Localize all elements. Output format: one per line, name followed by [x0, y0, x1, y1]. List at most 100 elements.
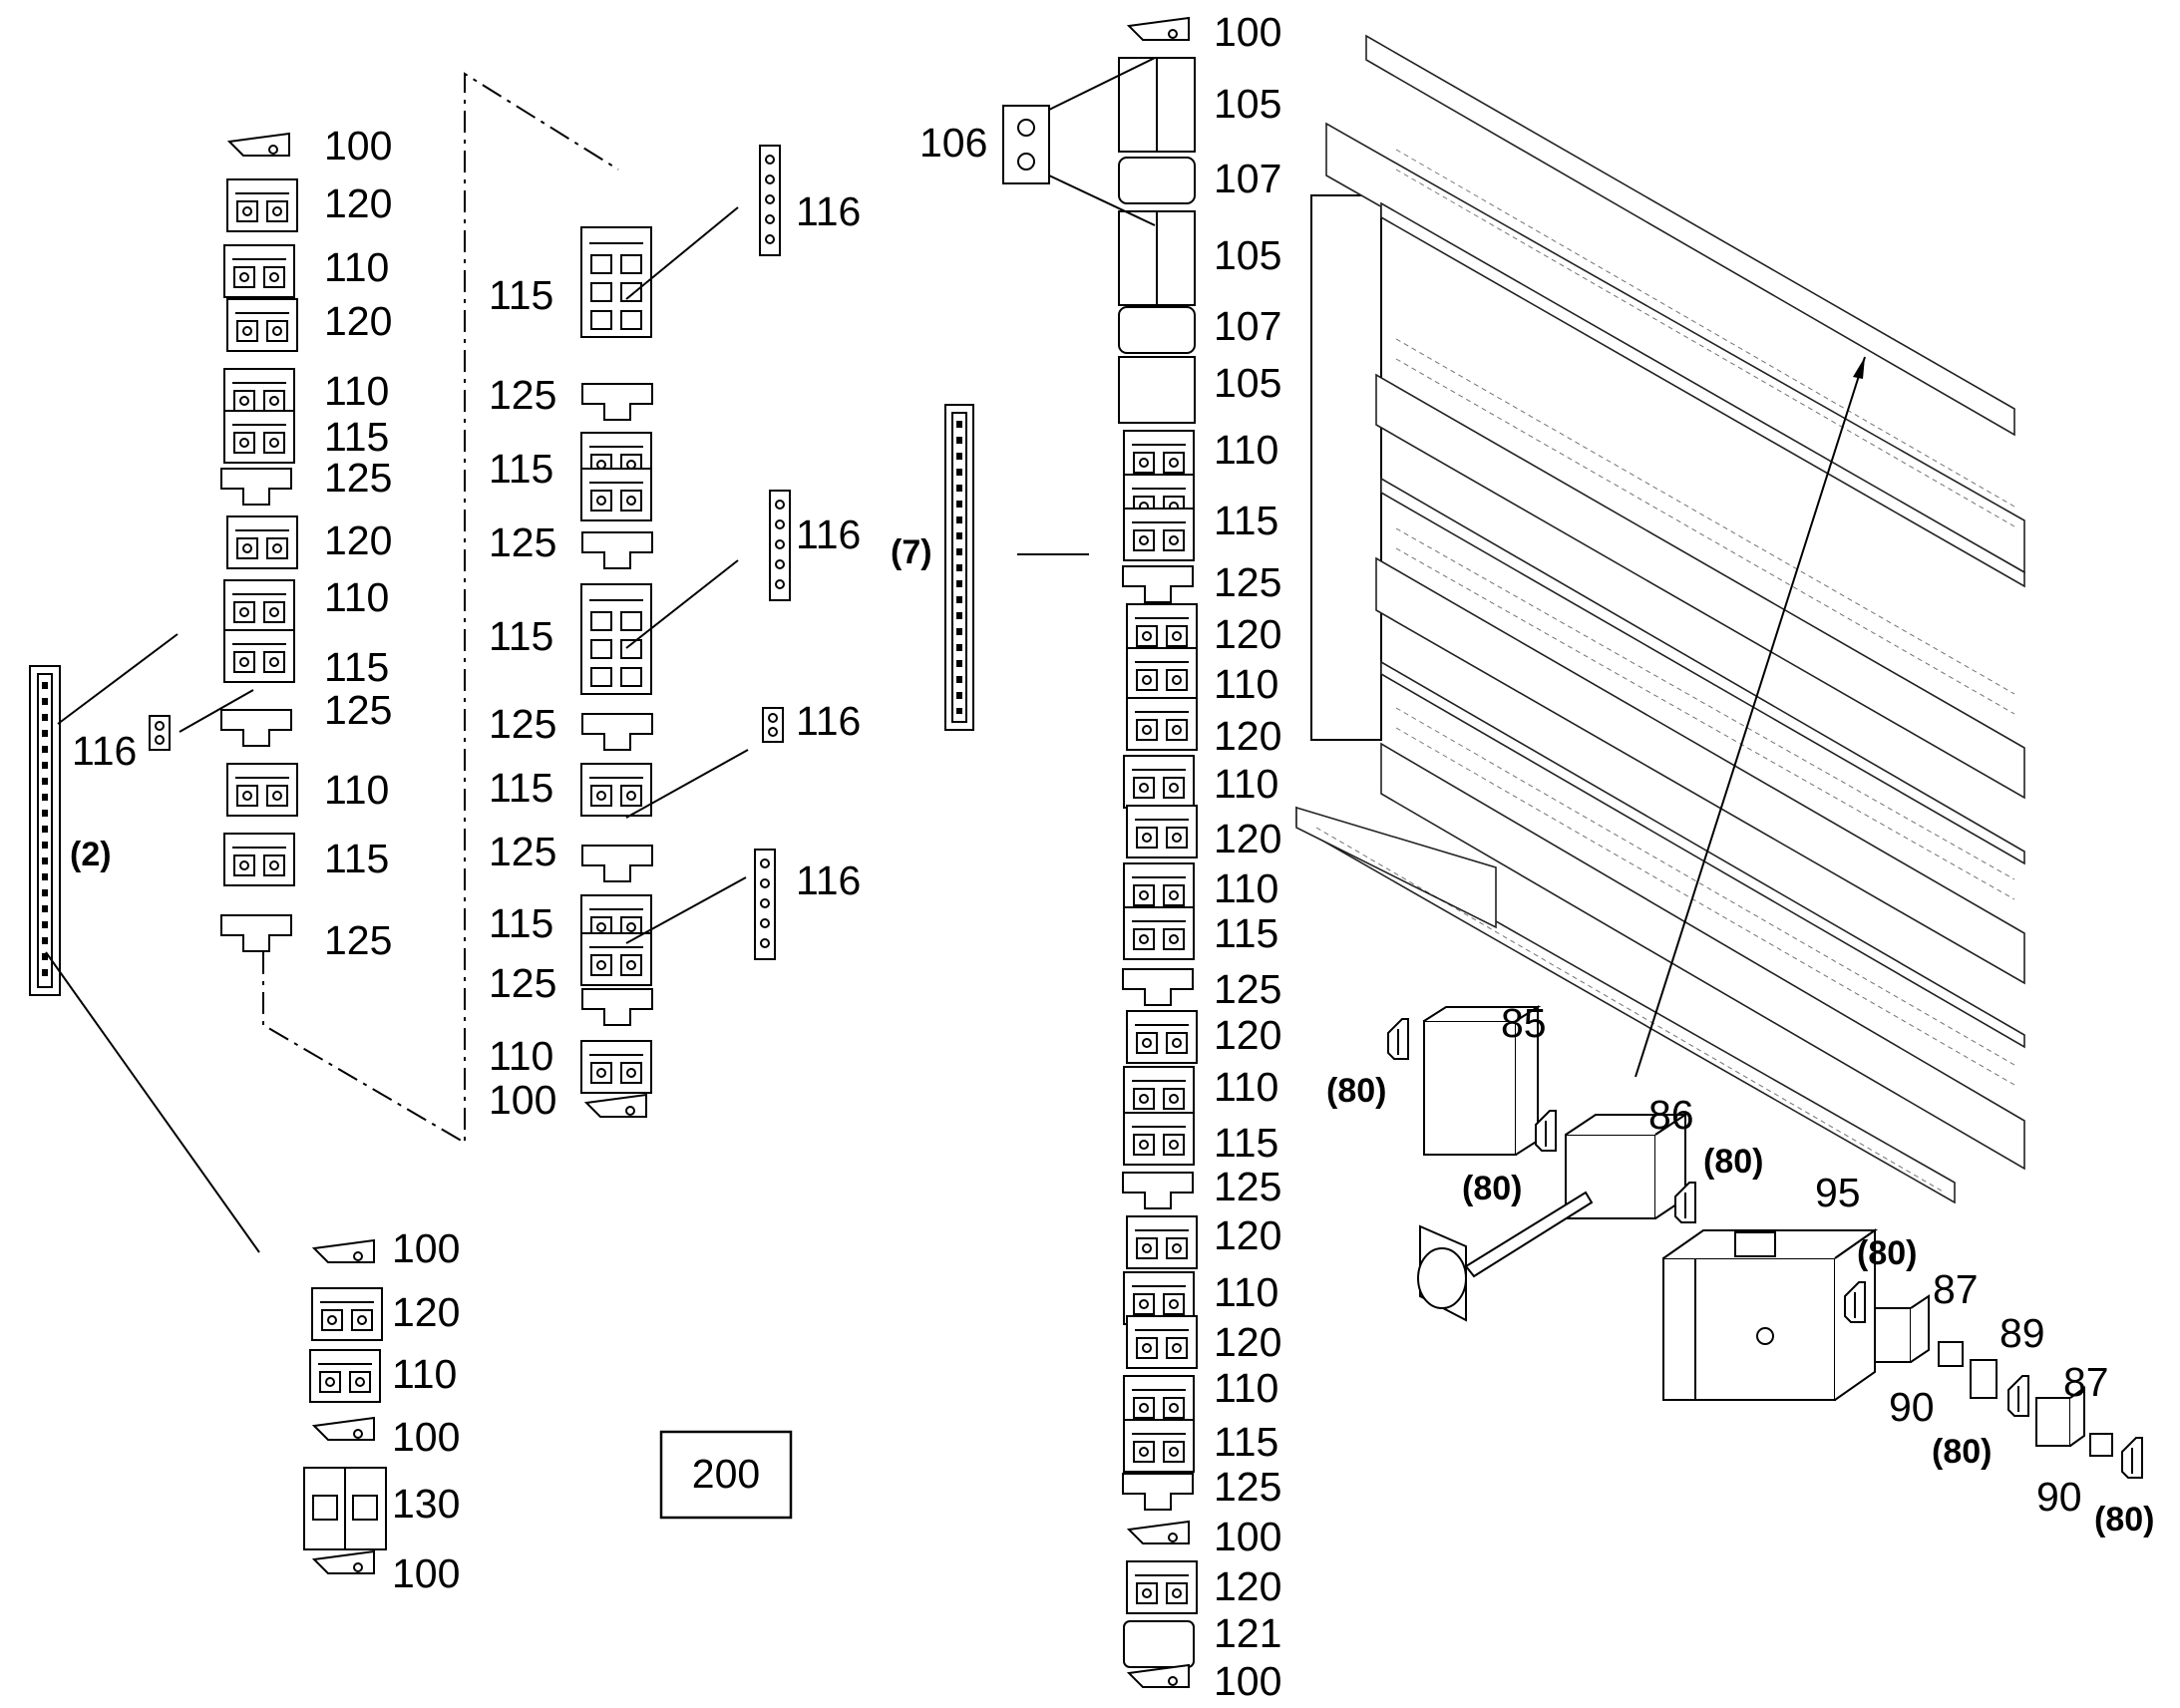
label-c2-125-a: 125 [489, 372, 556, 418]
duct-rails [1295, 34, 2025, 1204]
label-c1-120-b: 120 [324, 298, 392, 344]
label-c3-130: 130 [392, 1481, 460, 1527]
label-c3-100-b: 100 [392, 1414, 460, 1460]
label-ref-80-e: (80) [1932, 1433, 1992, 1471]
label-c4-125-d: 125 [1214, 1464, 1281, 1510]
label-c4-110-g: 110 [1214, 1365, 1278, 1411]
label-c2-125-e: 125 [489, 960, 556, 1006]
contactor-95 [1662, 1228, 1879, 1401]
label-c4-125-a: 125 [1214, 559, 1281, 605]
label-c3-100-a: 100 [392, 1225, 460, 1271]
handle-shaft [1417, 1191, 1594, 1322]
label-c4-105-b: 105 [1214, 232, 1281, 278]
label-r-87-a: 87 [1933, 1266, 1979, 1312]
label-c1-110-b: 110 [324, 368, 389, 414]
column-2-parts [580, 145, 791, 1118]
label-c2-116-d: 116 [796, 857, 861, 903]
label-c4-110-a: 110 [1214, 427, 1278, 473]
label-c4-110-c: 110 [1214, 761, 1278, 807]
label-r-87-b: 87 [2063, 1359, 2109, 1405]
label-c4-100-c: 100 [1214, 1658, 1281, 1704]
label-c1-110-c: 110 [324, 574, 389, 620]
label-c1-115-b: 115 [324, 644, 389, 690]
label-ref-80-d: (80) [1857, 1234, 1917, 1272]
label-c1-115-a: 115 [324, 414, 389, 460]
label-ref-80-c: (80) [1703, 1143, 1763, 1181]
label-c4-110-d: 110 [1214, 865, 1278, 911]
label-c1-110-a: 110 [324, 244, 389, 290]
label-c2-116-c: 116 [796, 698, 861, 744]
label-c4-107-a: 107 [1214, 156, 1281, 201]
label-c2-115-b: 115 [489, 446, 553, 492]
label-c4-110-e: 110 [1214, 1064, 1278, 1110]
label-c4-107-b: 107 [1214, 303, 1281, 349]
label-r-89: 89 [1999, 1310, 2045, 1356]
label-c2-115-a: 115 [489, 272, 553, 318]
label-c1-116: 116 [72, 728, 137, 774]
label-c2-125-b: 125 [489, 519, 556, 565]
label-c3-100-c: 100 [392, 1550, 460, 1596]
label-c2-115-d: 115 [489, 765, 553, 811]
label-c4-106: 106 [919, 120, 987, 166]
label-c4-120-d: 120 [1214, 1012, 1281, 1058]
label-c4-120-e: 120 [1214, 1212, 1281, 1258]
enclosure-85 [1423, 1005, 1542, 1156]
label-c1-115-c: 115 [324, 836, 389, 881]
label-r-86: 86 [1648, 1092, 1694, 1138]
reference-box-200 [659, 1430, 793, 1520]
label-c4-120-f: 120 [1214, 1319, 1281, 1365]
reference-box-label: 200 [692, 1451, 760, 1497]
label-c2-100: 100 [489, 1077, 556, 1123]
label-ref-7: (7) [891, 533, 932, 571]
label-c4-115-d: 115 [1214, 1419, 1278, 1465]
label-c4-100-b: 100 [1214, 1514, 1281, 1559]
part-number-labels: 1001201101201101151251201101151251161101… [72, 9, 2109, 1704]
label-r-90-b: 90 [2036, 1474, 2082, 1520]
column-1-parts [149, 133, 298, 952]
column-2-leaders [625, 206, 749, 944]
label-c1-120-c: 120 [324, 517, 392, 563]
label-c4-121: 121 [1214, 1610, 1281, 1656]
label-c1-125-a: 125 [324, 455, 392, 501]
label-ref-80-a: (80) [1326, 1072, 1386, 1110]
label-c1-110-d: 110 [324, 767, 389, 813]
label-c4-110-f: 110 [1214, 1269, 1278, 1315]
label-c4-120-c: 120 [1214, 816, 1281, 861]
label-c4-120-b: 120 [1214, 713, 1281, 759]
label-c4-115-c: 115 [1214, 1120, 1278, 1166]
cable-duct-panel [1295, 34, 2025, 1204]
column-4-parts [1002, 17, 1198, 1688]
label-c2-110: 110 [489, 1033, 553, 1079]
label-c2-115-c: 115 [489, 613, 553, 659]
label-c3-120: 120 [392, 1289, 460, 1335]
din-rail-2 [29, 665, 61, 996]
label-c2-115-e: 115 [489, 900, 553, 946]
aux-contacts [1874, 1294, 2113, 1457]
label-ref-80-b: (80) [1462, 1170, 1522, 1207]
label-c4-105-a: 105 [1214, 81, 1281, 127]
label-r-95: 95 [1815, 1170, 1861, 1215]
label-c2-125-c: 125 [489, 701, 556, 747]
label-c1-125-b: 125 [324, 687, 392, 733]
din-rail-7 [944, 404, 974, 731]
label-r-85: 85 [1501, 1000, 1547, 1046]
label-c1-120-a: 120 [324, 180, 392, 226]
label-c4-115-b: 115 [1214, 910, 1278, 956]
label-c4-110-b: 110 [1214, 661, 1278, 707]
label-c1-100-a: 100 [324, 123, 392, 169]
label-ref-2: (2) [70, 836, 112, 873]
label-c2-116-a: 116 [796, 188, 861, 234]
label-r-90-a: 90 [1889, 1384, 1935, 1430]
label-c4-105-c: 105 [1214, 360, 1281, 406]
column-4-leaders [1017, 57, 1156, 555]
label-c4-120-g: 120 [1214, 1563, 1281, 1609]
reference-labels: (2) (7) (80) (80) (80) (80) (80) (80) [70, 533, 2154, 1538]
column-3-parts [303, 1239, 387, 1574]
label-c4-125-c: 125 [1214, 1164, 1281, 1209]
label-c4-100-a: 100 [1214, 9, 1281, 55]
label-c4-120-a: 120 [1214, 611, 1281, 657]
label-c2-125-d: 125 [489, 829, 556, 874]
label-ref-80-f: (80) [2094, 1501, 2154, 1538]
label-c4-115-a: 115 [1214, 498, 1278, 543]
